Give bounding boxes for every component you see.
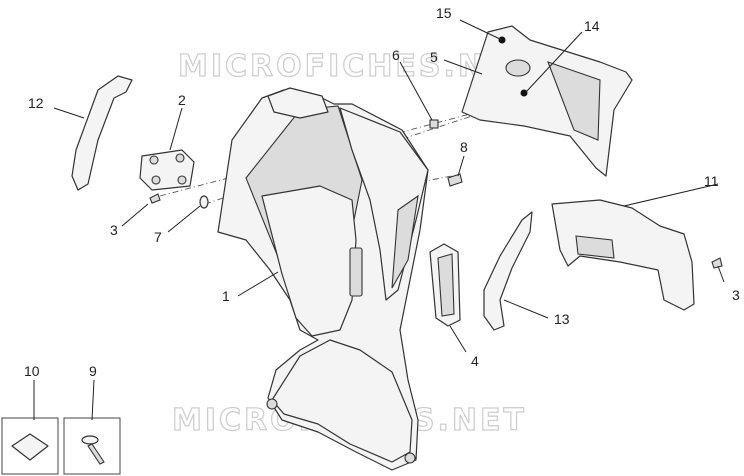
callout-2: 2: [178, 92, 186, 108]
inset-box-9: [63, 417, 121, 475]
callout-5: 5: [430, 49, 438, 65]
watermark-top: MICROFICHES.NET: [178, 49, 533, 84]
part-8-screw: [447, 173, 463, 187]
callout-7: 7: [154, 229, 162, 245]
part-6-clip: [429, 119, 439, 129]
part-11-side-bracket: [551, 199, 695, 311]
callout-labels: 1 2 3 3 4 5 6 7 8 9 10 11 12 13 14 15: [24, 5, 740, 379]
part-4-grille-cover: [429, 243, 461, 327]
callout-3-left: 3: [110, 222, 118, 238]
callout-9: 9: [89, 363, 97, 379]
callout-8: 8: [460, 139, 468, 155]
callout-1: 1: [222, 288, 230, 304]
part-5-glovebox-lid: [461, 25, 633, 177]
part-12-hook-bar: [71, 75, 133, 191]
callout-10: 10: [24, 363, 40, 379]
callout-13: 13: [554, 311, 570, 327]
part-1-inner-shield: [217, 87, 429, 471]
callout-6: 6: [392, 47, 400, 63]
callout-4: 4: [471, 353, 479, 369]
inset-box-10: [1, 417, 59, 475]
part-3-screw-left: [149, 193, 161, 204]
part-13-trim-strip: [483, 211, 533, 331]
callout-3-right: 3: [732, 287, 740, 303]
part-7-washer: [199, 195, 209, 209]
callout-12: 12: [28, 95, 44, 111]
part-14-marker: [520, 89, 528, 97]
callout-15: 15: [436, 5, 452, 21]
callout-11: 11: [704, 173, 719, 189]
leader-lines: [33, 19, 725, 421]
callout-14: 14: [584, 18, 600, 34]
part-2-bracket: [139, 149, 195, 191]
part-3-screw-right: [711, 257, 723, 269]
